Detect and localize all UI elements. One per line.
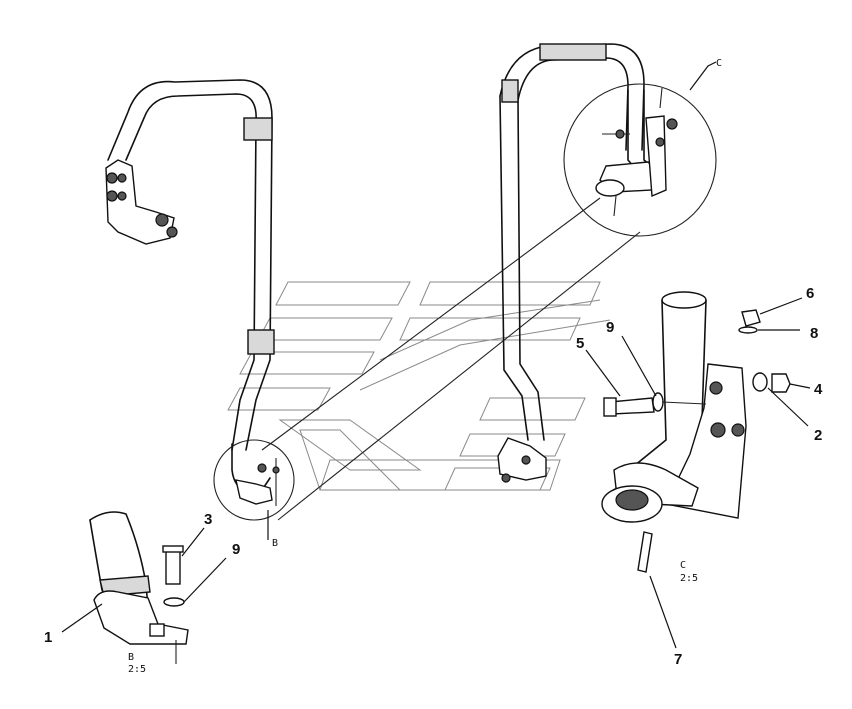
view-c-washer-8 [738,326,758,334]
detail-leader-b-bottom [277,231,641,521]
left-handrail [105,79,275,451]
callout-leaders [61,297,811,649]
callout-9-view-b: 9 [232,541,240,558]
view-c-nut-6 [741,309,761,327]
callout-6: 6 [806,285,814,302]
detail-c-tag: C [716,58,722,69]
view-b-enlarged: B 2:5 [89,511,189,675]
view-c-enlarged: C 2:5 [601,291,791,584]
view-b-scale: 2:5 [128,664,146,675]
grip-sleeve-right-top [539,43,607,61]
view-c-name: C [680,560,686,571]
grip-sleeve-right-mid [501,79,519,103]
grip-sleeve-top [243,117,273,141]
callout-9-view-c: 9 [606,319,614,336]
view-b-nut [149,623,165,637]
callout-2: 2 [814,427,822,444]
watermark-logo [227,281,611,491]
detail-circle-c: C [563,58,722,237]
view-b-washer-9 [163,597,185,607]
callout-8: 8 [810,325,818,342]
view-c-washer-2 [752,372,768,392]
callout-5: 5 [576,335,584,352]
callout-7: 7 [674,651,682,668]
view-c-washer-9 [652,392,664,412]
view-b-name: B [128,652,134,663]
view-c-bracket [664,363,747,519]
left-mount-bracket [105,159,175,245]
view-c-nut-4 [771,373,791,393]
view-c-screw-7 [637,531,653,573]
callout-4: 4 [814,381,823,398]
detail-leader-b-top [261,197,601,451]
detail-circle-b: B [213,439,295,549]
view-b-bolt-3 [165,549,181,585]
detail-b-tag: B [272,538,278,549]
grip-sleeve-mid [247,329,275,355]
right-handrail [497,43,645,483]
view-c-scale: 2:5 [680,573,698,584]
callout-1: 1 [44,629,52,646]
callout-3: 3 [204,511,212,528]
